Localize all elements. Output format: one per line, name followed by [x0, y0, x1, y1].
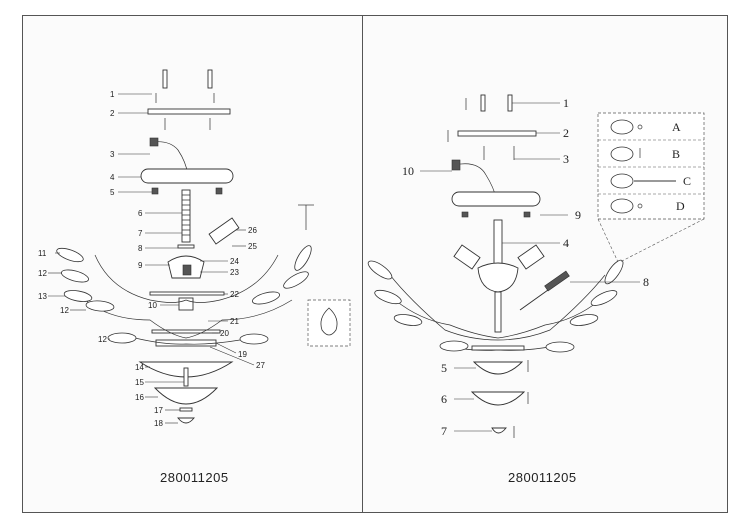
left-exploded-view: 1 2 3 4 5 6 7 8 9 10 11 12 13 12 12 14 1…	[38, 69, 351, 428]
crystal-option-a-label: A	[672, 120, 681, 134]
callout-15: 15	[135, 378, 144, 387]
crystal-drop	[294, 245, 312, 271]
model-number-right: 280011205	[508, 470, 577, 485]
callout-23: 23	[230, 268, 239, 277]
callout-6: 6	[138, 209, 143, 218]
callout-18: 18	[154, 419, 163, 428]
wall-anchor-left	[480, 94, 486, 112]
callout-4: 4	[110, 173, 115, 182]
callout-7: 7	[138, 229, 143, 238]
callout-12a: 12	[38, 269, 47, 278]
canopy	[451, 191, 541, 207]
callout-3: 3	[563, 152, 569, 166]
callout-7: 7	[441, 424, 447, 438]
callout-2: 2	[563, 126, 569, 140]
lower-bowl	[153, 387, 219, 405]
mounting-bar	[147, 108, 231, 115]
callout-26: 26	[248, 226, 257, 235]
callout-27: 27	[256, 361, 265, 370]
right-exploded-view: 1 2 3 10 4 9 8 5 6 7 A B C D	[367, 94, 705, 438]
callout-8: 8	[643, 275, 649, 289]
callout-12c: 12	[98, 335, 107, 344]
callout-6: 6	[441, 392, 447, 406]
bulb-holder	[208, 217, 240, 245]
threaded-rod	[181, 189, 191, 243]
crystal-option-a-icon	[610, 119, 634, 135]
crystal-drop	[252, 291, 280, 305]
callout-1: 1	[563, 96, 569, 110]
crystal-drop	[283, 271, 309, 289]
lower-bowl	[470, 391, 526, 406]
crystal-drop	[56, 247, 84, 263]
crystal-drop	[604, 259, 624, 285]
crystal-drop	[439, 340, 469, 352]
model-number-left: 280011205	[160, 470, 229, 485]
wire-connector	[151, 141, 189, 176]
callout-8: 8	[138, 244, 143, 253]
wall-anchor-right	[207, 69, 213, 89]
arm-right-lower	[185, 299, 293, 339]
callout-12b: 12	[60, 306, 69, 315]
crystal-option-c-label: C	[683, 174, 691, 188]
crystal-drop	[590, 290, 618, 306]
wall-anchor-right	[507, 94, 513, 112]
callout-10: 10	[148, 301, 157, 310]
crystal-drop	[569, 314, 599, 326]
callout-1: 1	[110, 90, 115, 99]
upper-bowl	[472, 361, 524, 375]
callout-2: 2	[110, 109, 115, 118]
callout-25: 25	[248, 242, 257, 251]
callout-9: 9	[575, 208, 581, 222]
callout-22: 22	[230, 290, 239, 299]
canopy	[140, 168, 234, 184]
crystal-option-b-icon	[610, 146, 634, 162]
right-assembly-panel	[362, 15, 728, 513]
crystal-option-d-icon	[610, 198, 634, 214]
crystal-drop	[85, 300, 115, 312]
callout-20: 20	[220, 329, 229, 338]
crystal-drop	[374, 289, 402, 305]
crystal-drop	[239, 333, 269, 345]
arm-left-upper	[94, 254, 187, 303]
callout-9: 9	[138, 261, 143, 270]
callout-4: 4	[563, 236, 569, 250]
crystal-drop	[545, 341, 575, 353]
callout-16: 16	[135, 393, 144, 402]
callout-24: 24	[230, 257, 239, 266]
crystal-drop	[107, 332, 137, 344]
crystal-option-c-icon	[610, 173, 634, 189]
crystal-drop	[367, 260, 393, 280]
crystal-drop	[393, 314, 423, 326]
callout-11: 11	[38, 249, 47, 258]
wall-anchor-left	[162, 69, 168, 89]
callout-5: 5	[441, 361, 447, 375]
callout-10: 10	[402, 164, 414, 178]
callout-21: 21	[230, 317, 239, 326]
crystal-drop	[61, 269, 89, 283]
crystal-option-b-label: B	[672, 147, 680, 161]
callout-14: 14	[135, 363, 144, 372]
callout-5: 5	[110, 188, 115, 197]
crystal-option-d-label: D	[676, 199, 685, 213]
callout-3: 3	[110, 150, 115, 159]
callout-13: 13	[38, 292, 47, 301]
crystal-drop	[63, 290, 93, 302]
arm-right-upper	[185, 254, 279, 303]
callout-19: 19	[238, 350, 247, 359]
mounting-bar	[457, 130, 537, 137]
callout-17: 17	[154, 406, 163, 415]
central-body	[477, 262, 519, 293]
